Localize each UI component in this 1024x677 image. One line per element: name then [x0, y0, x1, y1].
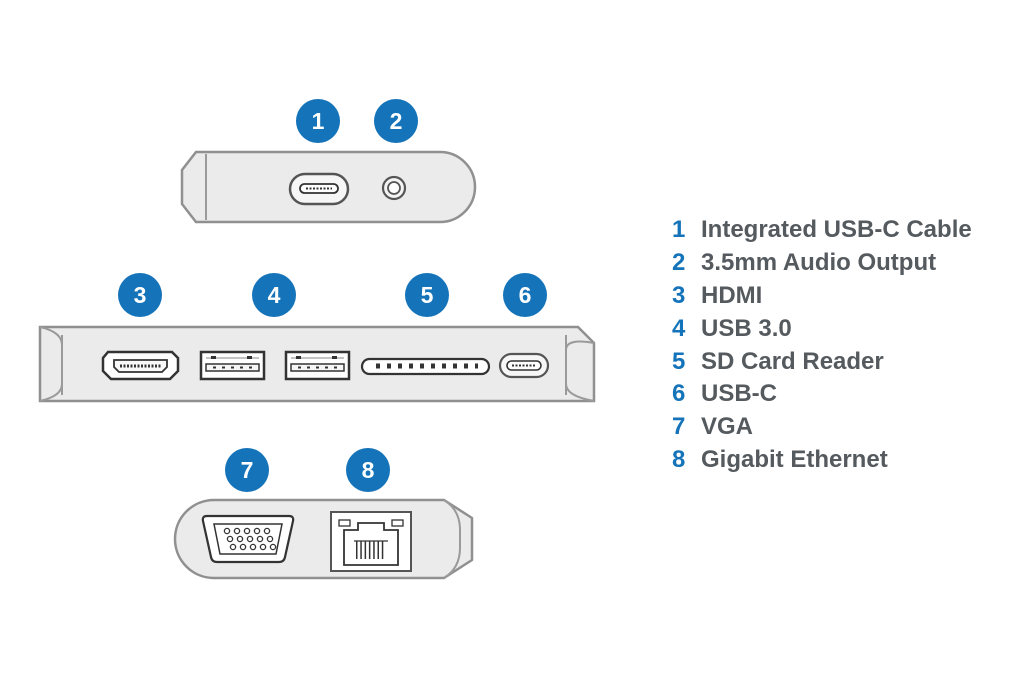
ethernet-port — [330, 511, 412, 572]
callout-badge-4: 4 — [252, 273, 296, 317]
legend-label: Gigabit Ethernet — [701, 445, 888, 473]
callout-badge-7: 7 — [225, 448, 269, 492]
legend-item: 8 Gigabit Ethernet — [672, 444, 1017, 477]
device-back-side — [173, 498, 474, 580]
audio-jack-port — [381, 175, 407, 201]
legend-item: 3 HDMI — [672, 280, 1017, 313]
legend-label: SD Card Reader — [701, 347, 884, 375]
callout-badge-1: 1 — [296, 99, 340, 143]
legend-number: 2 — [672, 249, 686, 277]
legend-number: 3 — [672, 281, 686, 309]
legend-label: 3.5mm Audio Output — [701, 249, 937, 277]
device-front-side — [38, 325, 596, 403]
sd-card-slot — [360, 357, 491, 376]
legend-label: VGA — [701, 413, 754, 441]
vga-port — [201, 514, 295, 564]
port-legend: 1 Integrated USB-C Cable 2 3.5mm Audio Out… — [672, 214, 1017, 476]
callout-badge-3: 3 — [118, 273, 162, 317]
legend-item: 7 VGA — [672, 411, 1017, 444]
legend-item: 2 3.5mm Audio Output — [672, 247, 1017, 280]
legend-item: 5 SD Card Reader — [672, 345, 1017, 378]
legend-label: HDMI — [701, 281, 763, 309]
legend-label: USB 3.0 — [701, 314, 792, 342]
usb-a-port-1 — [199, 350, 266, 381]
legend-item: 4 USB 3.0 — [672, 312, 1017, 345]
usb-c-cable-port — [288, 172, 350, 206]
legend-label: Integrated USB-C Cable — [701, 216, 972, 244]
legend-label: USB-C — [701, 380, 777, 408]
legend-number: 1 — [672, 216, 686, 244]
hdmi-port — [101, 350, 180, 381]
callout-badge-5: 5 — [405, 273, 449, 317]
legend-number: 8 — [672, 445, 686, 473]
legend-item: 1 Integrated USB-C Cable — [672, 214, 1017, 247]
legend-number: 6 — [672, 380, 686, 408]
legend-number: 7 — [672, 413, 686, 441]
callout-badge-8: 8 — [346, 448, 390, 492]
device-top-side — [180, 150, 477, 224]
legend-number: 5 — [672, 347, 686, 375]
callout-badge-6: 6 — [503, 273, 547, 317]
legend-number: 4 — [672, 314, 686, 342]
usb-c-port — [498, 352, 550, 379]
callout-badge-2: 2 — [374, 99, 418, 143]
legend-item: 6 USB-C — [672, 378, 1017, 411]
usb-a-port-2 — [284, 350, 351, 381]
